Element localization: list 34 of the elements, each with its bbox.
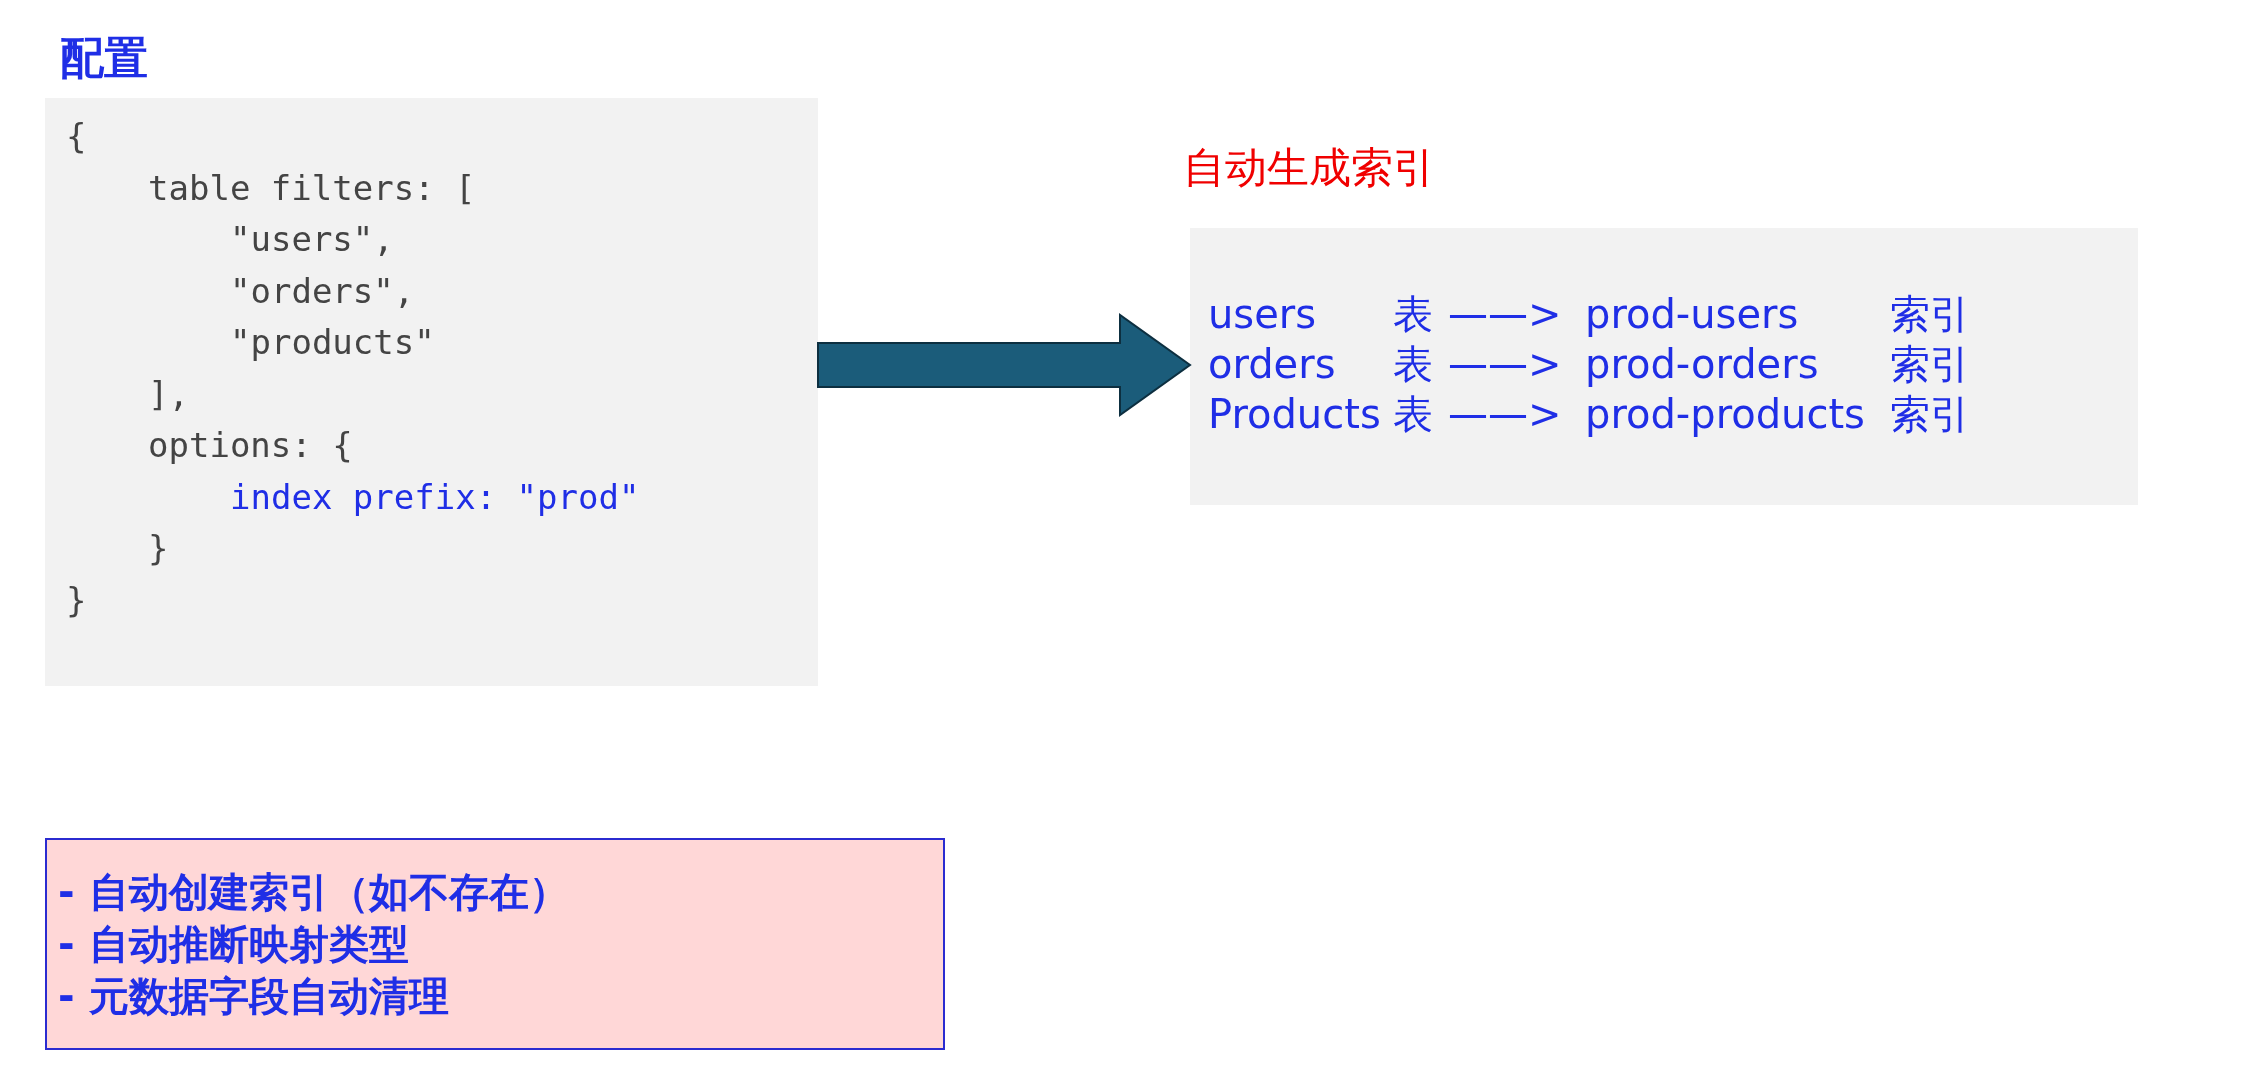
- block-arrow: [817, 313, 1192, 417]
- section-heading: 配置: [60, 34, 148, 83]
- table-name: users: [1208, 292, 1317, 336]
- table-label: 表: [1393, 342, 1433, 386]
- table-label: 表: [1393, 392, 1433, 436]
- bullet-item: - 自动创建索引（如不存在）: [58, 870, 569, 914]
- index-label: 索引: [1890, 292, 1970, 336]
- mapping-arrow: ——>: [1448, 342, 1562, 386]
- note-box: [45, 838, 945, 1050]
- code-line: index prefix: "prod": [230, 478, 640, 516]
- bullet-item: - 自动推断映射类型: [58, 922, 409, 966]
- code-line: table filters: [: [148, 169, 476, 207]
- code-line: {: [66, 118, 87, 156]
- table-name: Products: [1208, 392, 1381, 436]
- index-name: prod-products: [1585, 392, 1865, 436]
- code-line: "orders",: [230, 272, 415, 310]
- index-label: 索引: [1890, 392, 1970, 436]
- table-name: orders: [1208, 342, 1336, 386]
- code-line: options: {: [148, 427, 353, 465]
- mapping-arrow: ——>: [1448, 292, 1562, 336]
- code-line: "products": [230, 324, 435, 362]
- bullet-item: - 元数据字段自动清理: [58, 974, 449, 1018]
- mapping-arrow: ——>: [1448, 392, 1562, 436]
- code-line: }: [148, 530, 169, 568]
- code-line: ],: [148, 375, 189, 413]
- panel-heading: 自动生成索引: [1183, 145, 1435, 192]
- code-line: "users",: [230, 221, 394, 259]
- index-name: prod-orders: [1585, 342, 1819, 386]
- index-name: prod-users: [1585, 292, 1799, 336]
- index-label: 索引: [1890, 342, 1970, 386]
- mapping-panel: [1190, 228, 2138, 505]
- table-label: 表: [1393, 292, 1433, 336]
- code-panel: [45, 98, 818, 686]
- code-line: }: [66, 581, 87, 619]
